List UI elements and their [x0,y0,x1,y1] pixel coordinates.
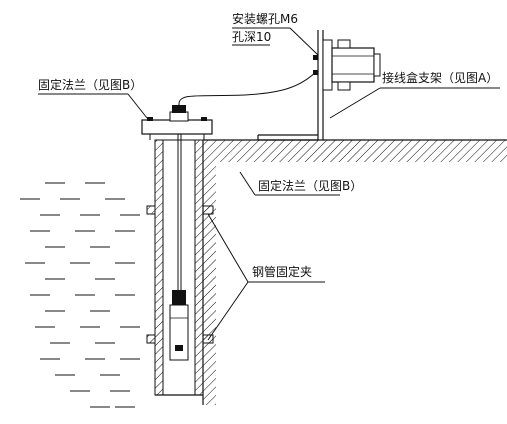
pipe-clamp-label: 钢管固定夹 [252,264,312,279]
leader-lines [38,27,500,341]
level-sensor [169,290,189,361]
steel-pipe [154,139,204,396]
bottom-flange-label: 固定法兰（见图B） [258,178,362,193]
hole-depth-label: 孔深10 [232,30,271,44]
signal-cable [178,69,319,106]
water-lines [20,182,140,408]
top-flange [141,105,213,140]
junction-bracket-label: 接线盒支架（见图A） [382,70,498,85]
sensor-cable [177,128,182,290]
top-flange-label: 固定法兰（见图B） [38,77,142,92]
junction-box [313,39,381,91]
mount-hole-label: 安装螺孔M6 [232,11,298,26]
junction-box-bracket [257,30,324,141]
